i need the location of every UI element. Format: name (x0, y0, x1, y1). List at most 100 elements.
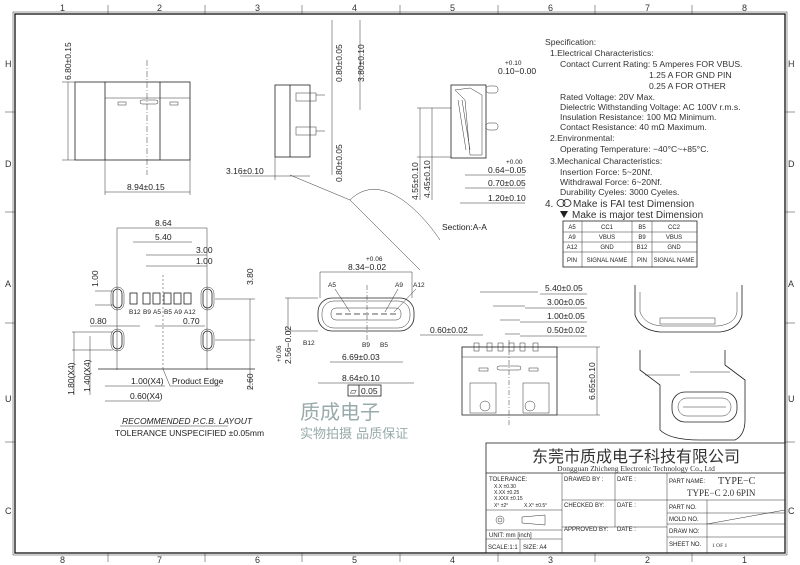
svg-text:0.64−0.05: 0.64−0.05 (488, 165, 526, 175)
svg-text:实物拍摄 品质保证: 实物拍摄 品质保证 (300, 427, 408, 442)
svg-text:A5: A5 (153, 309, 161, 316)
svg-text:X.XX ±0.25: X.XX ±0.25 (494, 490, 519, 496)
drawing-frame: 1 2 3 4 5 6 7 8 8 7 6 5 4 3 2 1 H D A U … (5, 3, 795, 565)
watermark: 质成电子 实物拍摄 品质保证 (289, 174, 441, 442)
svg-text:4.45±0.10: 4.45±0.10 (422, 160, 432, 198)
svg-text:PART NAME:: PART NAME: (669, 479, 705, 485)
svg-text:1: 1 (742, 555, 747, 565)
svg-text:RECOMMENDED P.C.B. LAYOUT: RECOMMENDED P.C.B. LAYOUT (122, 416, 253, 426)
fai-symbol-icon (556, 199, 572, 207)
svg-text:APPROVED BY:: APPROVED BY: (564, 527, 609, 533)
svg-text:1.00±0.05: 1.00±0.05 (547, 311, 585, 321)
svg-text:1.00: 1.00 (90, 270, 100, 287)
svg-text:Make is FAI test Dimension: Make is FAI test Dimension (573, 199, 694, 210)
svg-text:0.60±0.02: 0.60±0.02 (430, 325, 468, 335)
isometric-views (634, 285, 746, 441)
svg-text:2: 2 (645, 555, 650, 565)
svg-text:8: 8 (60, 555, 65, 565)
svg-text:4.: 4. (545, 199, 553, 210)
svg-text:TOLERANCE:: TOLERANCE: (489, 477, 528, 483)
svg-text:H: H (788, 59, 795, 69)
svg-text:东莞市质成电子科技有限公司: 东莞市质成电子科技有限公司 (532, 448, 740, 466)
svg-text:C: C (5, 506, 12, 516)
svg-text:B5: B5 (638, 225, 646, 231)
svg-text:2: 2 (157, 3, 162, 13)
pcb-pads (129, 292, 192, 305)
svg-text:SIZE: A4: SIZE: A4 (523, 545, 547, 551)
svg-text:2.56−0.02: 2.56−0.02 (283, 326, 293, 364)
projection-symbol-icon (495, 514, 546, 526)
svg-text:GND: GND (667, 245, 681, 251)
svg-text:B9: B9 (638, 235, 646, 241)
svg-text:Specification:: Specification: (545, 37, 596, 47)
svg-text:Rated Voltage: 20V Max.: Rated Voltage: 20V Max. (560, 92, 655, 102)
svg-text:VBUS: VBUS (666, 235, 682, 241)
svg-text:Dongguan Zhicheng Electronic T: Dongguan Zhicheng Electronic Technology … (557, 464, 715, 473)
svg-text:1.Electrical Characteristics:: 1.Electrical Characteristics: (550, 48, 654, 58)
svg-text:1.00: 1.00 (196, 256, 213, 266)
svg-text:6: 6 (255, 555, 260, 565)
svg-text:DATE :: DATE : (617, 527, 636, 533)
svg-text:7: 7 (645, 3, 650, 13)
svg-text:Dielectric Withstanding Voltag: Dielectric Withstanding Voltage: AC 100V… (560, 102, 741, 112)
svg-text:DRAWED BY :: DRAWED BY : (564, 477, 604, 483)
svg-text:1.00(X4): 1.00(X4) (131, 376, 164, 386)
svg-text:A9: A9 (174, 309, 182, 316)
svg-text:CC2: CC2 (668, 225, 681, 231)
svg-text:3.80±0.10: 3.80±0.10 (356, 44, 366, 82)
svg-text:B9: B9 (362, 342, 370, 349)
svg-text:2.Environmental:: 2.Environmental: (550, 133, 615, 143)
svg-text:1: 1 (60, 3, 65, 13)
svg-text:7: 7 (157, 555, 162, 565)
svg-text:A12: A12 (184, 309, 196, 316)
svg-text:TOLERANCE UNSPECIFIED ±0.05m: TOLERANCE UNSPECIFIED ±0.05mm (115, 428, 264, 438)
svg-text:A: A (788, 279, 794, 289)
svg-text:+0.06: +0.06 (366, 256, 383, 263)
svg-text:0.25 A FOR OTHER: 0.25 A FOR OTHER (649, 81, 726, 91)
svg-text:3.Mechanical Characteristics:: 3.Mechanical Characteristics: (550, 156, 662, 166)
svg-text:1.25 A FOR GND PIN: 1.25 A FOR GND PIN (649, 70, 732, 80)
svg-text:Insulation Resistance: 100 MΩ: Insulation Resistance: 100 MΩ Minimum. (560, 112, 716, 122)
svg-text:0.70±0.05: 0.70±0.05 (488, 178, 526, 188)
svg-text:B5: B5 (380, 342, 388, 349)
specification-block: Specification: 1.Electrical Characterist… (545, 37, 742, 221)
svg-text:+0.10: +0.10 (505, 60, 522, 67)
svg-text:UNIT: mm [inch]: UNIT: mm [inch] (489, 533, 532, 539)
svg-text:A5: A5 (568, 225, 576, 231)
svg-text:D: D (788, 159, 795, 169)
pcb-slots (110, 286, 215, 352)
svg-text:1.40(X4): 1.40(X4) (82, 359, 92, 392)
svg-text:VBUS: VBUS (599, 235, 615, 241)
svg-text:1.20±0.10: 1.20±0.10 (488, 193, 526, 203)
top-zone-labels: 1 2 3 4 5 6 7 8 (60, 3, 747, 13)
svg-text:8: 8 (742, 3, 747, 13)
svg-text:Contact Current Rating: 5 Ampe: Contact Current Rating: 5 Amperes FOR VB… (560, 59, 742, 69)
svg-text:Contact Resistance: 40 mΩ Maxi: Contact Resistance: 40 mΩ Maximum. (560, 122, 707, 132)
svg-text:Operating Temperature: −40°C~+: Operating Temperature: −40°C~+85°C. (560, 144, 709, 154)
bottom-view: 5.40±0.05 3.00±0.05 1.00±0.05 0.50±0.02 … (420, 283, 600, 425)
svg-text:⏥: ⏥ (350, 386, 357, 396)
svg-text:SCALE:1:1: SCALE:1:1 (488, 545, 518, 551)
svg-text:0.80±0.05: 0.80±0.05 (334, 144, 344, 182)
svg-text:CHECKED BY:: CHECKED BY: (564, 503, 605, 509)
svg-text:PART NO.: PART NO. (669, 505, 697, 511)
svg-text:5.40: 5.40 (155, 232, 172, 242)
svg-text:3.80: 3.80 (245, 268, 255, 285)
svg-text:6: 6 (548, 3, 553, 13)
svg-text:MOLD NO.: MOLD NO. (669, 517, 699, 523)
svg-text:1.80(X4): 1.80(X4) (66, 362, 76, 395)
svg-text:TYPE−C 2.0 6PIN: TYPE−C 2.0 6PIN (687, 488, 756, 498)
section-a-a-view: +0.10 0.10−0.00 4.55±0.10 4.45±0.10 +0.0… (410, 60, 536, 232)
svg-text:X.XXX ±0.15: X.XXX ±0.15 (494, 496, 523, 502)
svg-text:D: D (5, 159, 12, 169)
svg-text:0.80±0.05: 0.80±0.05 (334, 44, 344, 82)
side-zone-labels: H D A U C H D A U C (5, 59, 795, 516)
svg-text:TYPE−C: TYPE−C (718, 476, 756, 487)
svg-text:5: 5 (450, 3, 455, 13)
svg-text:+0.06: +0.06 (276, 345, 283, 362)
svg-text:6.65±0.10: 6.65±0.10 (587, 362, 597, 400)
bottom-zone-labels: 8 7 6 5 4 3 2 1 (60, 555, 747, 565)
svg-text:3.00: 3.00 (196, 245, 213, 255)
